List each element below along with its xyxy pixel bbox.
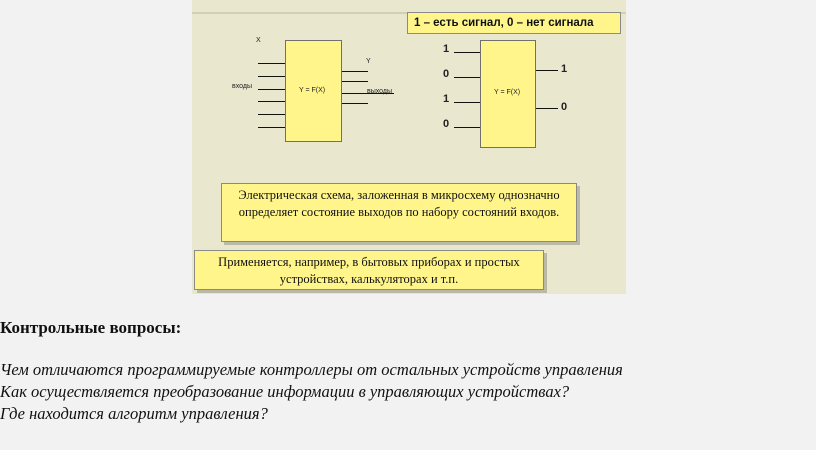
slide-image: X входы Y = F(X) Y выходы 1 – есть сигна… (192, 0, 626, 294)
questions-list: Чем отличаются программируемые контролле… (0, 359, 623, 425)
note-box: Применяется, например, в бытовых прибора… (194, 250, 544, 290)
question-item: Где находится алгоритм управления? (0, 404, 268, 423)
input-line (258, 89, 285, 90)
input-line (454, 102, 480, 103)
chip-block: Y = F(X) (285, 40, 342, 142)
signal-legend: 1 – есть сигнал, 0 – нет сигнала (407, 12, 621, 34)
input-value: 1 (443, 93, 450, 105)
y-label: Y (366, 58, 371, 65)
note-text: Электрическая схема, заложенная в микрос… (238, 188, 560, 219)
output-value: 1 (561, 63, 568, 75)
chip-block: Y = F(X) (480, 40, 536, 148)
input-value: 0 (443, 68, 450, 80)
input-value: 0 (443, 118, 450, 130)
inputs-label: входы (232, 83, 252, 90)
output-value: 0 (561, 101, 568, 113)
input-line (454, 52, 480, 53)
output-line (342, 71, 368, 72)
x-label: X (256, 37, 261, 44)
input-value: 1 (443, 43, 450, 55)
input-line (258, 101, 285, 102)
input-line (454, 127, 480, 128)
input-line (454, 77, 480, 78)
function-label: Y = F(X) (494, 89, 521, 96)
input-line (258, 63, 285, 64)
question-item: Чем отличаются программируемые контролле… (0, 360, 623, 379)
output-line (342, 93, 394, 94)
note-text: Применяется, например, в бытовых прибора… (218, 255, 520, 286)
note-box: Электрическая схема, заложенная в микрос… (221, 183, 577, 242)
output-line (536, 70, 558, 71)
section-heading: Контрольные вопросы: (0, 318, 182, 337)
output-line (536, 108, 558, 109)
outputs-label: выходы (367, 88, 393, 95)
input-line (258, 114, 285, 115)
output-line (342, 103, 368, 104)
input-line (258, 76, 285, 77)
output-line (342, 81, 368, 82)
question-item: Как осуществляется преобразование информ… (0, 382, 570, 401)
input-line (258, 127, 285, 128)
function-label: Y = F(X) (299, 87, 326, 94)
